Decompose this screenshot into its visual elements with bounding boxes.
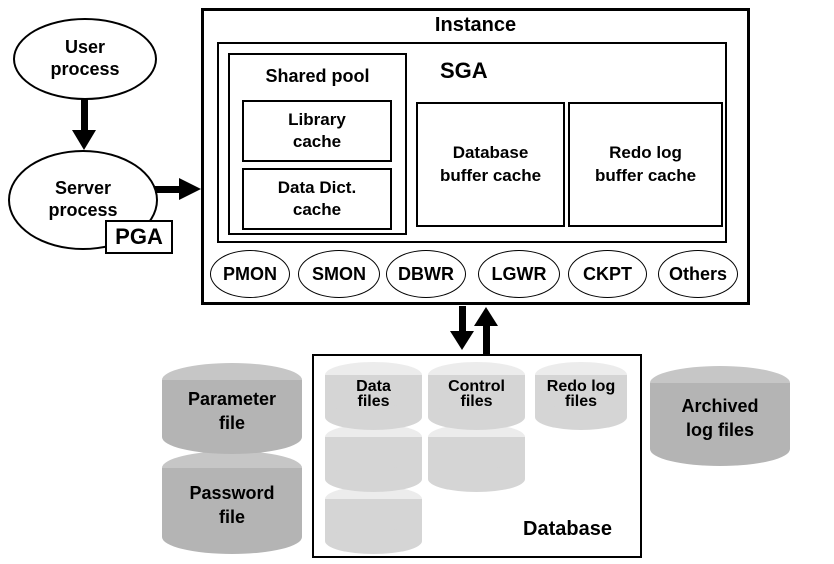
redo-log-files-label: Redo log files: [546, 378, 616, 411]
process-oval-smon: SMON: [298, 250, 380, 298]
database-buffer-cache-label: Database buffer cache: [439, 143, 542, 185]
redo-log-files-cylinder: Redo log files: [535, 362, 627, 430]
archived-log-files-label: Archived log files: [681, 396, 759, 441]
sga-title: SGA: [440, 58, 488, 83]
data-files-cylinder: Data files: [325, 362, 422, 430]
database-buffer-cache-box: Database buffer cache: [416, 102, 565, 227]
data-files-cylinder-3: [325, 486, 422, 554]
process-oval-ckpt: CKPT: [568, 250, 647, 298]
data-files-label: Data files: [356, 378, 391, 411]
process-oval-pmon: PMON: [210, 250, 290, 298]
user-process-label: User process: [50, 37, 120, 79]
control-files-label: Control files: [448, 378, 505, 411]
control-files-cylinder-2: [428, 424, 525, 492]
library-cache-label: Library cache: [288, 109, 346, 151]
server-process-label: Server process: [48, 178, 118, 220]
redo-log-buffer-cache-label: Redo log buffer cache: [594, 143, 697, 185]
user-process-ellipse: User process: [13, 18, 157, 100]
password-file-label: Password file: [189, 483, 275, 528]
process-oval-dbwr: DBWR: [386, 250, 466, 298]
control-files-cylinder: Control files: [428, 362, 525, 430]
instance-title: Instance: [434, 14, 517, 36]
ckpt-label: CKPT: [583, 263, 632, 284]
database-title: Database: [523, 518, 612, 540]
process-oval-lgwr: LGWR: [478, 250, 560, 298]
redo-log-buffer-cache-box: Redo log buffer cache: [568, 102, 723, 227]
dbwr-label: DBWR: [398, 263, 454, 284]
shared-pool-title: Shared pool: [265, 66, 370, 86]
library-cache-box: Library cache: [242, 100, 392, 162]
pmon-label: PMON: [223, 263, 277, 284]
data-dict-cache-box: Data Dict. cache: [242, 168, 392, 230]
pga-label: PGA: [115, 224, 163, 249]
data-dict-cache-label: Data Dict. cache: [277, 177, 357, 219]
data-files-cylinder-2: [325, 424, 422, 492]
lgwr-label: LGWR: [491, 263, 547, 284]
smon-label: SMON: [312, 263, 366, 284]
parameter-file-cylinder: Parameter file: [162, 363, 302, 454]
password-file-cylinder: Password file: [162, 451, 302, 554]
process-oval-others: Others: [658, 250, 738, 298]
parameter-file-label: Parameter file: [187, 389, 277, 434]
archived-log-files-cylinder: Archived log files: [650, 366, 790, 466]
pga-box: PGA: [105, 220, 173, 254]
others-label: Others: [668, 263, 728, 284]
